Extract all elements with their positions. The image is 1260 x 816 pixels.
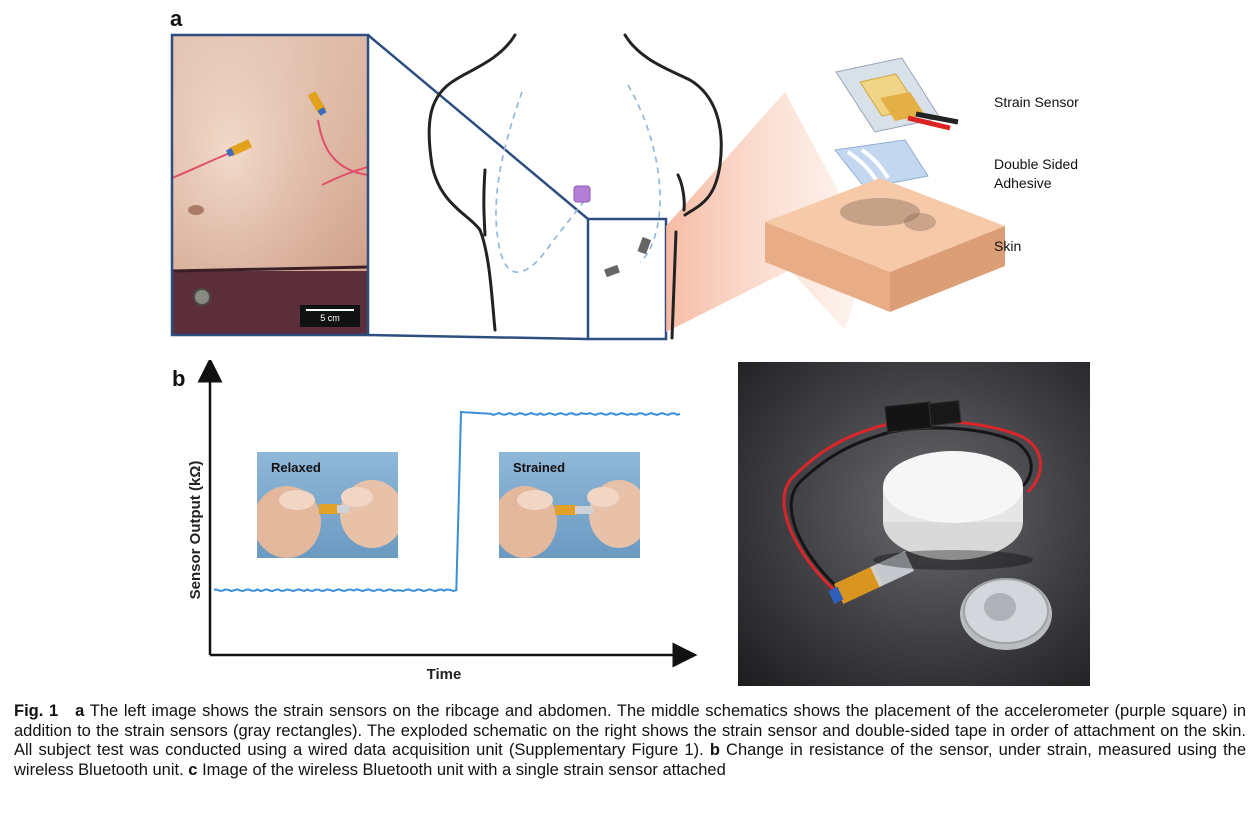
strained-label: Strained [513, 460, 566, 475]
y-axis-label: Sensor Output (kΩ) [187, 461, 204, 600]
x-axis-label: Time [427, 666, 462, 683]
zoom-line-top [367, 34, 589, 220]
figure-caption: Fig. 1 a The left image shows the strain… [14, 702, 1246, 780]
torso-schematic [170, 33, 1005, 341]
sensor-marker-2 [604, 264, 620, 278]
ribcage-dashed-left [495, 91, 587, 273]
relaxed-inset-photo: Relaxed [257, 452, 398, 558]
strain-sensor-upper [307, 91, 327, 116]
abdomen-photo-details [172, 35, 368, 335]
bluetooth-puck [883, 451, 1023, 560]
caption-c-text: Image of the wireless Bluetooth unit wit… [202, 760, 726, 779]
relaxed-label: Relaxed [271, 460, 321, 475]
skin-label: Skin [994, 238, 1022, 254]
connector [884, 399, 962, 433]
zoom-line-bottom [367, 333, 589, 341]
double-sided-label: Double Sided [994, 156, 1079, 172]
bluetooth-unit-photo [738, 362, 1090, 686]
scale-bar-label: 5 cm [320, 313, 340, 323]
jeans-button [193, 288, 211, 306]
photo-frame [170, 33, 370, 337]
red-wire [782, 419, 1042, 602]
caption-a-label: a [75, 702, 85, 720]
caption-c-label: c [188, 760, 198, 779]
torso-outline [427, 33, 517, 332]
panel-label-b: b [172, 366, 186, 391]
adhesive-layer [834, 139, 929, 189]
coin [960, 578, 1052, 650]
strain-sensor-lower [226, 139, 253, 157]
ribcage-dashed-right [627, 84, 661, 263]
panel-label-a: a [170, 6, 183, 31]
adhesive-label: Adhesive [994, 175, 1052, 191]
abdomen-photo: 5 cm [172, 35, 368, 335]
sensor-output-chart: Sensor Output (kΩ) Time [187, 360, 698, 683]
black-wire [789, 426, 1033, 600]
caption-a-text: The left image shows the strain sensors … [14, 702, 1246, 759]
sensor-output-series-line [214, 410, 681, 593]
sensor-marker-1 [637, 237, 652, 255]
caption-b-text: Change in resistance of the sensor, unde… [14, 741, 1247, 779]
strained-inset-photo: Strained [499, 452, 640, 558]
accelerometer-marker [573, 185, 591, 203]
caption-b-label: b [709, 741, 720, 759]
navel-mark [188, 205, 204, 215]
wired-strain-sensor [828, 551, 914, 604]
figure-label: Fig. 1 [14, 702, 59, 720]
strain-sensor-label: Strain Sensor [994, 94, 1079, 110]
skin-block [765, 178, 1005, 312]
strain-sensor-layer [835, 57, 959, 133]
